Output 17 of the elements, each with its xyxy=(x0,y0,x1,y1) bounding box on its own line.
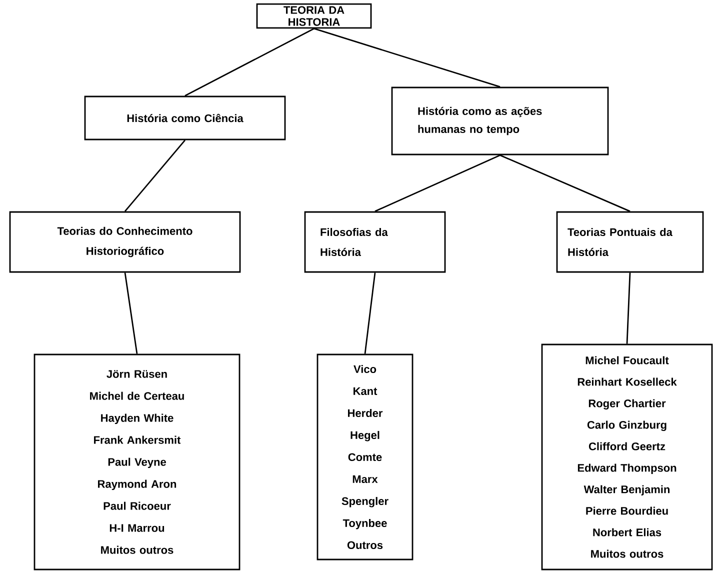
connector-line xyxy=(626,272,631,344)
name-list-box: Vico Kant Herder Hegel Comte Marx Spengler Toynbee Outros xyxy=(316,354,414,560)
connector-line xyxy=(364,272,376,354)
name-list-box: Michel Foucault Reinhart Koselleck Roger Chartier Carlo Ginzburg Clifford Geertz Edward Thompson Walter Benjamin Pierre Bourdieu Norbert Elias Muitos outros xyxy=(541,344,713,570)
connector-line xyxy=(314,28,500,88)
concept-box: História como Ciência xyxy=(84,96,286,140)
connector-line xyxy=(124,140,186,212)
connector-line xyxy=(184,28,314,96)
title-box: TEORIA DA HISTORIA xyxy=(256,3,372,29)
connector-line xyxy=(124,272,138,354)
concept-box: Teorias Pontuais da História xyxy=(556,211,704,273)
connector-line xyxy=(500,154,630,212)
concept-box: História como as ações humanas no tempo xyxy=(391,86,609,156)
concept-box: Filosofias da História xyxy=(304,211,446,273)
concept-box: Teorias do Conhecimento Historiográfico xyxy=(9,211,241,273)
name-list-box: Jörn Rüsen Michel de Certeau Hayden White Frank Ankersmit Paul Veyne Raymond Aron Paul Ricoeur H-I Marrou Muitos outros xyxy=(34,354,240,570)
connector-line xyxy=(374,154,500,212)
